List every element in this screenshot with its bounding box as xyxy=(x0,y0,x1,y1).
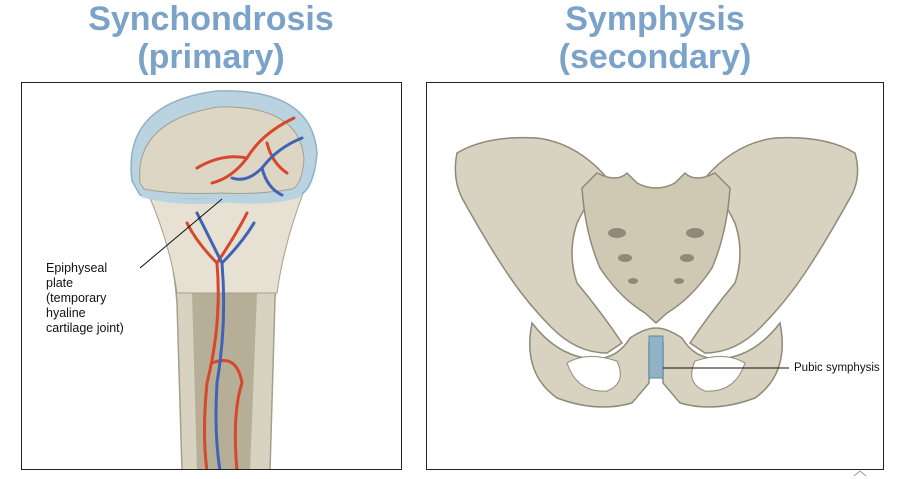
synchondrosis-panel: Epiphyseal plate (temporary hyaline cart… xyxy=(21,82,402,470)
symphysis-panel: Pubic symphysis xyxy=(426,82,884,470)
title-symphysis-line1: Symphysis xyxy=(565,0,745,38)
pubic-symphysis xyxy=(648,335,664,379)
title-symphysis: Symphysis (secondary) xyxy=(426,0,884,76)
left-obturator-foramen xyxy=(566,356,621,392)
right-obturator-foramen xyxy=(691,356,746,392)
corner-arrow-icon xyxy=(853,470,867,477)
right-ilium xyxy=(688,136,859,354)
epiphyseal-label-line5: cartilage joint) xyxy=(46,321,124,335)
left-ilium xyxy=(454,136,624,354)
title-synchondrosis: Synchondrosis (primary) xyxy=(20,0,402,76)
medullary-cavity xyxy=(192,293,257,469)
title-synchondrosis-line2: (primary) xyxy=(137,38,285,76)
title-symphysis-line2: (secondary) xyxy=(558,38,752,76)
epiphyseal-plate xyxy=(141,191,303,205)
veins xyxy=(195,136,304,469)
title-synchondrosis-line1: Synchondrosis xyxy=(88,0,334,38)
epiphyseal-label-line2: plate xyxy=(46,276,74,290)
epiphyseal-leader-line xyxy=(139,198,223,269)
pelvis-illustration xyxy=(454,136,859,408)
sacral-foramina xyxy=(608,228,704,284)
epiphyseal-plate-label: Epiphyseal plate (temporary hyaline cart… xyxy=(46,261,186,336)
pubic-symphysis-label: Pubic symphysis xyxy=(794,362,880,374)
epiphyseal-label-line4: hyaline xyxy=(46,306,86,320)
sacrum xyxy=(581,171,731,325)
long-bone-illustration xyxy=(130,90,318,469)
epiphyseal-label-line3: (temporary xyxy=(46,291,107,305)
epiphyseal-label-line1: Epiphyseal xyxy=(46,261,108,275)
